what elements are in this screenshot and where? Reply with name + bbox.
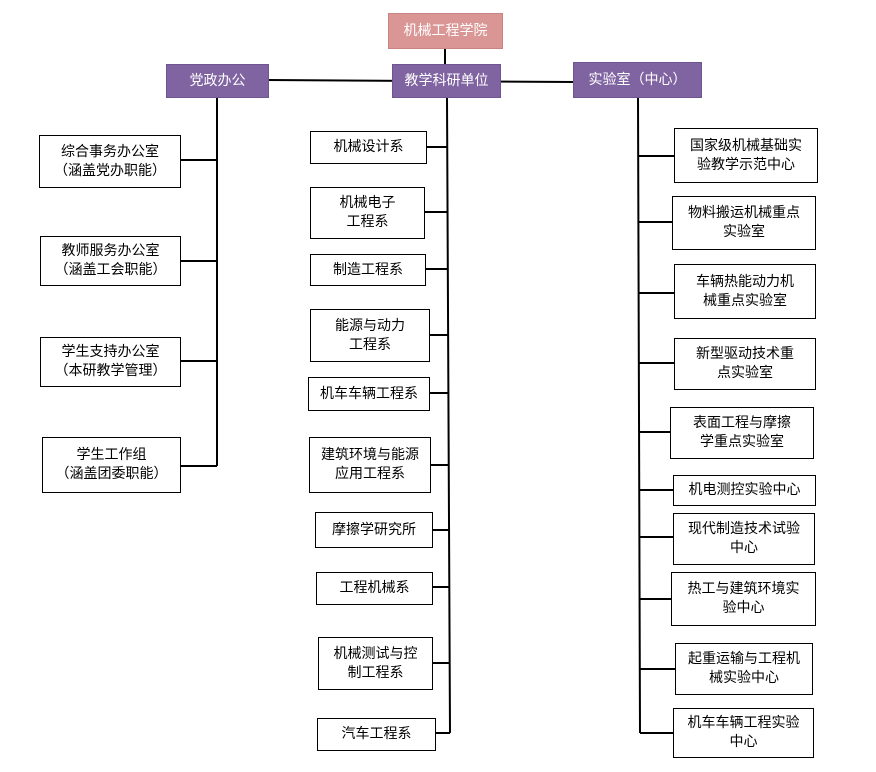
lab-item-2: 物料搬运机械重点 实验室 — [672, 196, 816, 250]
teaching-item-4: 能源与动力 工程系 — [310, 309, 430, 362]
teaching-item-5: 机车车辆工程系 — [308, 377, 430, 411]
lab-item-5: 表面工程与摩擦 学重点实验室 — [670, 407, 814, 459]
teaching-item-9: 机械测试与控 制工程系 — [318, 637, 433, 690]
connector-teaching-spine — [446, 97, 451, 734]
lab-item-7: 现代制造技术试验 中心 — [673, 513, 815, 565]
lab-item-10: 机车车辆工程实验 中心 — [673, 708, 814, 758]
teaching-item-8: 工程机械系 — [316, 572, 433, 605]
teaching-item-7: 摩擦学研究所 — [315, 512, 433, 548]
party-item-3: 学生支持办公室 （本研教学管理） — [40, 337, 181, 387]
lab-item-4: 新型驱动技术重 点实验室 — [674, 338, 816, 390]
teaching-item-3: 制造工程系 — [310, 254, 426, 286]
teaching-item-2: 机械电子 工程系 — [310, 187, 425, 239]
party-head: 党政办公 — [166, 64, 269, 98]
party-item-4: 学生工作组 （涵盖团委职能） — [42, 437, 181, 493]
root-node: 机械工程学院 — [388, 13, 503, 49]
teaching-item-6: 建筑环境与能源 应用工程系 — [309, 437, 431, 493]
lab-item-6: 机电测控实验中心 — [673, 475, 816, 506]
labs-head: 实验室（中心） — [573, 62, 702, 98]
teaching-item-1: 机械设计系 — [310, 131, 427, 164]
lab-item-8: 热工与建筑环境实 验中心 — [671, 572, 816, 626]
teaching-item-10: 汽车工程系 — [317, 718, 436, 751]
lab-item-1: 国家级机械基础实 验教学示范中心 — [674, 128, 818, 183]
lab-item-3: 车辆热能动力机 械重点实验室 — [674, 264, 816, 319]
party-item-2: 教师服务办公室 （涵盖工会职能） — [40, 236, 181, 286]
connector-labs-spine — [637, 97, 641, 734]
party-item-1: 综合事务办公室 （涵盖党办职能） — [39, 135, 181, 188]
teaching-head: 教学科研单位 — [392, 64, 501, 98]
lab-item-9: 起重运输与工程机 械实验中心 — [675, 643, 813, 695]
